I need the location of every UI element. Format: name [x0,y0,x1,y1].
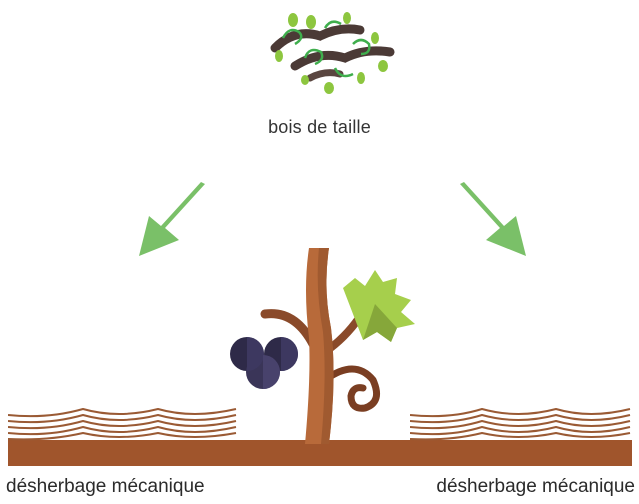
grape-cluster [230,337,298,389]
left-weeding-label: désherbage mécanique [6,476,205,498]
prunings-label: bois de taille [0,117,639,138]
right-furrows [410,405,632,441]
grapevine-icon [225,248,425,444]
down-right-arrow-icon [450,176,530,262]
left-furrows [8,405,238,441]
pruned-vine-wood-icon [265,8,395,98]
right-weeding-label: désherbage mécanique [436,476,635,498]
down-left-arrow-icon [135,176,215,262]
